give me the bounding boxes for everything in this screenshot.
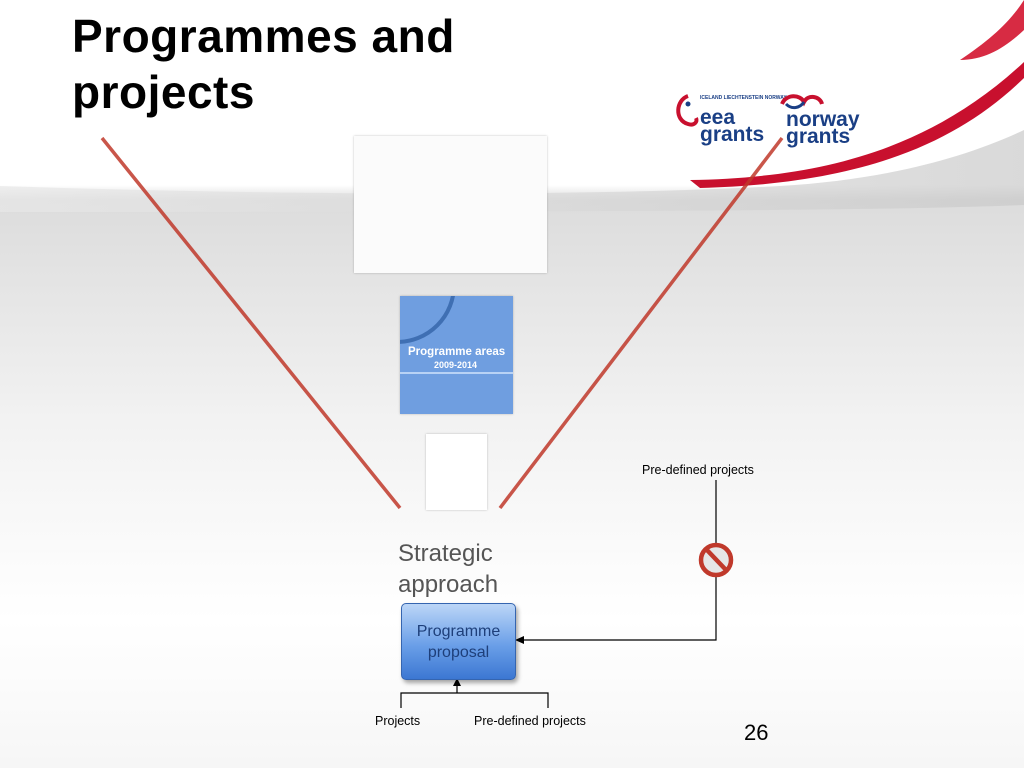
strategic-approach-label: Strategic approach	[398, 538, 498, 600]
funnel-right-line	[498, 136, 784, 510]
programme-areas-booklet-thumbnail: Programme areas 2009-2014	[400, 296, 513, 414]
red-swoosh	[690, 62, 1024, 188]
strategic-line-1: Strategic	[398, 540, 493, 567]
booklet-title: Programme areas	[408, 346, 506, 358]
bracket-arrowhead	[453, 678, 461, 686]
eea-logo-word-1: eea	[700, 106, 736, 129]
proposal-line-1: Programme	[416, 623, 501, 640]
slide-title-line-2: projects	[72, 66, 255, 118]
slide-title-line-1: Programmes and	[72, 10, 455, 62]
no-entry-icon	[698, 542, 734, 578]
projects-label: Projects	[375, 714, 421, 728]
eea-logo-small-text: ICELAND LIECHTENSTEIN NORWAY	[700, 95, 787, 101]
booklet-years: 2009-2014	[434, 360, 478, 370]
guideline-document-thumbnail	[426, 434, 487, 510]
memorandum-document-thumbnail	[354, 136, 547, 273]
bottom-bracket	[400, 692, 549, 708]
funnel-left-line	[100, 136, 402, 510]
norway-logo-word-1: norway	[786, 108, 860, 131]
red-swoosh-top	[960, 0, 1024, 60]
proposal-line-2: proposal	[427, 644, 490, 661]
grey-swoosh	[0, 130, 1024, 212]
booklet-divider	[400, 372, 513, 374]
eea-logo-mark	[676, 94, 699, 127]
connector-arrowhead	[515, 636, 524, 644]
booklet-arc-decoration	[400, 296, 456, 344]
page-number: 26	[744, 720, 769, 745]
eea-logo-word-2: grants	[700, 123, 765, 146]
strategic-line-2: approach	[398, 571, 499, 598]
programme-proposal-box: Programme proposal	[401, 603, 516, 680]
predefined-projects-top-label: Pre-defined projects	[642, 463, 754, 477]
predefined-projects-bottom-label: Pre-defined projects	[474, 714, 586, 728]
predefined-connector	[522, 480, 717, 641]
norway-logo-mark	[780, 94, 824, 110]
slide-title: Programmes and projects	[72, 8, 455, 120]
norway-logo-word-2: grants	[786, 125, 851, 148]
